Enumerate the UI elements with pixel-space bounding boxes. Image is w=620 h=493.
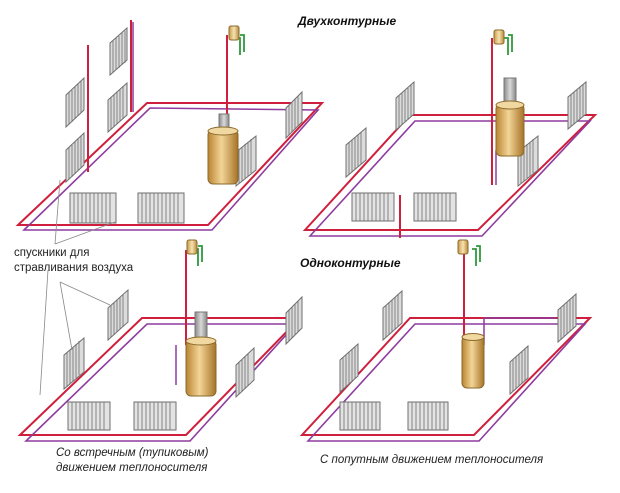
boiler bbox=[207, 113, 239, 185]
water-heater bbox=[228, 25, 240, 41]
boiler bbox=[185, 311, 217, 397]
annotation-air-vents-line2: стравливания воздуха bbox=[14, 262, 134, 274]
caption-passing: С попутным движением теплоносителя bbox=[320, 454, 544, 466]
radiator bbox=[67, 401, 177, 431]
radiator bbox=[69, 192, 185, 224]
radiator bbox=[339, 289, 577, 396]
water-heater bbox=[457, 239, 469, 255]
radiator bbox=[63, 288, 303, 399]
heading-double-circuit: Двухконтурные bbox=[298, 14, 397, 28]
scheme-bottom-left bbox=[17, 179, 303, 442]
scheme-bottom-right bbox=[299, 239, 593, 442]
boiler bbox=[495, 77, 525, 157]
caption-dead-end-line1: Со встречным (тупиковым) bbox=[56, 447, 209, 459]
scheme-top-right bbox=[302, 29, 598, 238]
radiator bbox=[351, 192, 457, 222]
annotation-air-vents-line1: спускники для bbox=[14, 247, 90, 259]
radiator bbox=[65, 26, 303, 188]
heading-single-circuit: Одноконтурные bbox=[300, 256, 401, 270]
water-heater bbox=[186, 239, 198, 255]
radiator bbox=[339, 401, 449, 431]
caption-dead-end-line2: движением теплоносителя bbox=[56, 462, 208, 474]
water-heater bbox=[493, 29, 505, 45]
boiler bbox=[461, 333, 485, 389]
radiator bbox=[345, 80, 587, 188]
scheme-top-left bbox=[15, 20, 325, 231]
